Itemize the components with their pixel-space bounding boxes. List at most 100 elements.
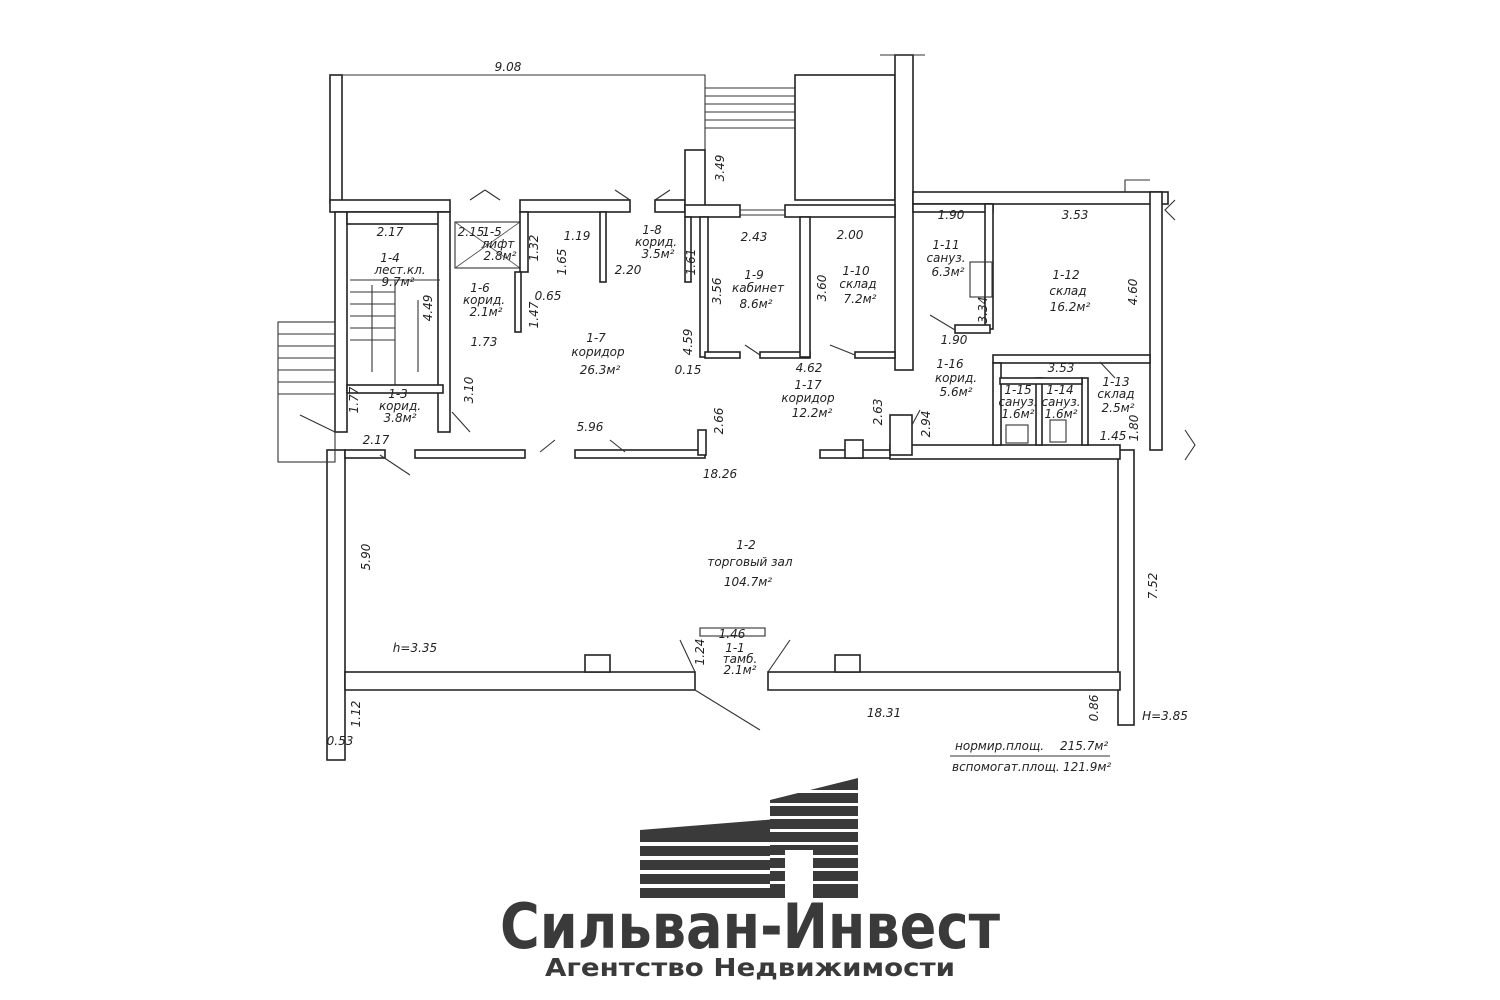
room-1-6: 1-6 корид. 2.1м² [463,281,505,319]
room-area: 12.2м² [792,406,833,420]
normalized-area-value: 215.7м² [1060,739,1108,753]
dimension-label: 1.77 [347,386,361,413]
dimension-label: 1.90 [941,333,968,347]
room-name: корид. [935,371,977,385]
room-1-5: 1-5 лифт 2.8м² [481,225,517,263]
room-number: 1-4 [380,251,400,265]
room-1-15: 1-15 сануз. 1.6м² [998,383,1037,421]
room-1-12: 1-12 склад 16.2м² [1049,268,1090,314]
dimension-label: 3.53 [1048,361,1075,375]
room-1-8: 1-8 корид. 3.5м² [635,223,677,261]
room-1-17: 1-17 коридор 12.2м² [781,378,835,420]
dimension-label: 7.52 [1146,573,1160,600]
room-area: 3.5м² [642,247,675,261]
room-area: 7.2м² [844,292,877,306]
stairwell [346,211,451,433]
brand-name: Сильван-Инвест [500,890,1000,963]
room-name: корид. [635,235,677,249]
room-area: 1.6м² [1045,407,1078,421]
room-name: сануз. [998,395,1037,409]
auxiliary-area-label: вспомогат.площ. [952,760,1060,774]
room-number: 1-6 [470,281,490,295]
dimension-label: 2.00 [837,228,864,242]
room-1-1: 1-1 тамб. 2.1м² [723,641,758,677]
dimension-label: 1.45 [1100,429,1127,443]
height-left: h=3.35 [393,641,437,655]
dimension-label: 5.96 [577,420,604,434]
room-number: 1-12 [1052,268,1079,282]
dimension-label: 1.46 [719,627,746,641]
room-1-10: 1-10 склад 7.2м² [839,264,876,306]
room-name: сануз. [926,251,965,265]
upper-outline [329,54,925,371]
room-name: коридор [781,391,835,405]
room-1-4: 1-4 лест.кл. 9.7м² [373,251,425,289]
room-area: 5.6м² [940,385,973,399]
dimension-label: 4.62 [796,361,823,375]
dimension-label: 3.49 [713,155,727,182]
elevator [454,211,529,273]
dimension-label: 2.63 [871,399,885,426]
dimension-label: 2.17 [363,433,390,447]
ceiling-heights: h=3.35 H=3.85 [393,641,1188,723]
room-name: склад [1049,284,1086,298]
room-area: 2.1м² [724,663,757,677]
dimension-label: 0.15 [675,363,702,377]
room-name: сануз. [1041,395,1080,409]
door-swings [451,189,1116,453]
room-area: 3.8м² [384,411,417,425]
room-name: склад [839,277,876,291]
room-1-11: 1-11 сануз. 6.3м² [926,238,965,279]
room-area: 104.7м² [724,575,772,589]
dimension-label: 4.59 [681,329,695,356]
room-name: склад [1097,387,1134,401]
auxiliary-area-value: 121.9м² [1063,760,1111,774]
dimension-label: 3.53 [1062,208,1089,222]
room-number: 1-3 [388,387,408,401]
dimension-label: 3.10 [462,376,476,403]
room-1-2: 1-2 торговый зал 104.7м² [707,538,792,589]
room-area: 6.3м² [932,265,965,279]
company-logo: Сильван-Инвест Агентство Недвижимости [500,778,1000,982]
room-name: лифт [481,237,516,251]
dimension-label: 1.73 [471,335,498,349]
room-number: 1-1 [725,641,745,655]
dimension-label: 1.47 [527,301,541,328]
building-logo-icon [640,778,858,898]
room-number: 1-10 [842,264,870,278]
room-1-9: 1-9 кабинет 8.6м² [732,268,785,311]
dimension-label: 1.65 [555,249,569,276]
room-number: 1-14 [1046,383,1073,397]
room-number: 1-11 [932,238,959,252]
interior-partitions [514,179,1196,461]
room-name: торговый зал [707,555,792,569]
room-name: корид. [379,399,421,413]
dimension-label: 4.49 [421,295,435,322]
dimension-label: 3.56 [710,277,724,304]
room-area: 16.2м² [1050,300,1091,314]
dimension-label: 18.26 [703,467,738,481]
room-area: 2.8м² [484,249,517,263]
dimension-label: 18.31 [867,706,901,720]
dimension-label: 3.34 [976,297,990,324]
dimension-label: 1.24 [693,639,707,666]
height-right: H=3.85 [1142,709,1188,723]
dimension-label: 2.15 [458,225,485,239]
room-area: 2.1м² [470,305,503,319]
room-1-7: 1-7 коридор 26.3м² [571,331,625,377]
dimension-label: 0.53 [327,734,354,748]
dimension-labels: 9.08 3.49 2.17 2.15 1.32 1.19 1.65 4.49 … [327,60,1160,748]
room-area: 26.3м² [580,363,621,377]
room-area: 2.5м² [1102,401,1135,415]
vestibule [299,414,791,731]
normalized-area-label: нормир.площ. [955,739,1044,753]
brand-tagline: Агентство Недвижимости [545,953,955,982]
room-number: 1-16 [936,357,964,371]
dimension-label: 1.80 [1127,414,1141,441]
dimension-label: 2.20 [615,263,642,277]
area-summary: нормир.площ. 215.7м² вспомогат.площ. 121… [950,739,1111,774]
room-area: 1.6м² [1002,407,1035,421]
room-name: лест.кл. [373,263,425,277]
dimension-label: 5.90 [359,543,373,570]
